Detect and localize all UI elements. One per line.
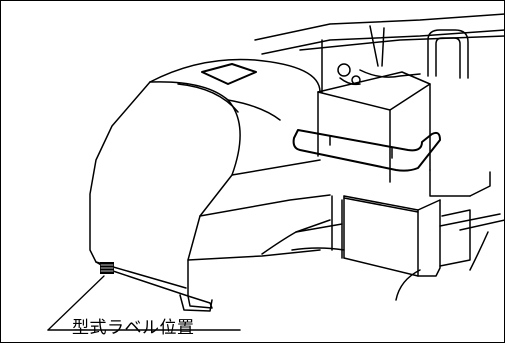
label-position-caption: 型式ラベル位置 xyxy=(72,318,195,338)
back-rail xyxy=(254,13,505,55)
box-unit xyxy=(292,25,441,183)
frame-lines xyxy=(295,223,489,301)
leader-line xyxy=(47,275,241,331)
cover-side-panel xyxy=(261,195,345,259)
rear-handle xyxy=(427,29,469,79)
model-label-patch xyxy=(100,262,114,274)
side-step xyxy=(343,169,505,277)
main-cover xyxy=(89,58,331,312)
